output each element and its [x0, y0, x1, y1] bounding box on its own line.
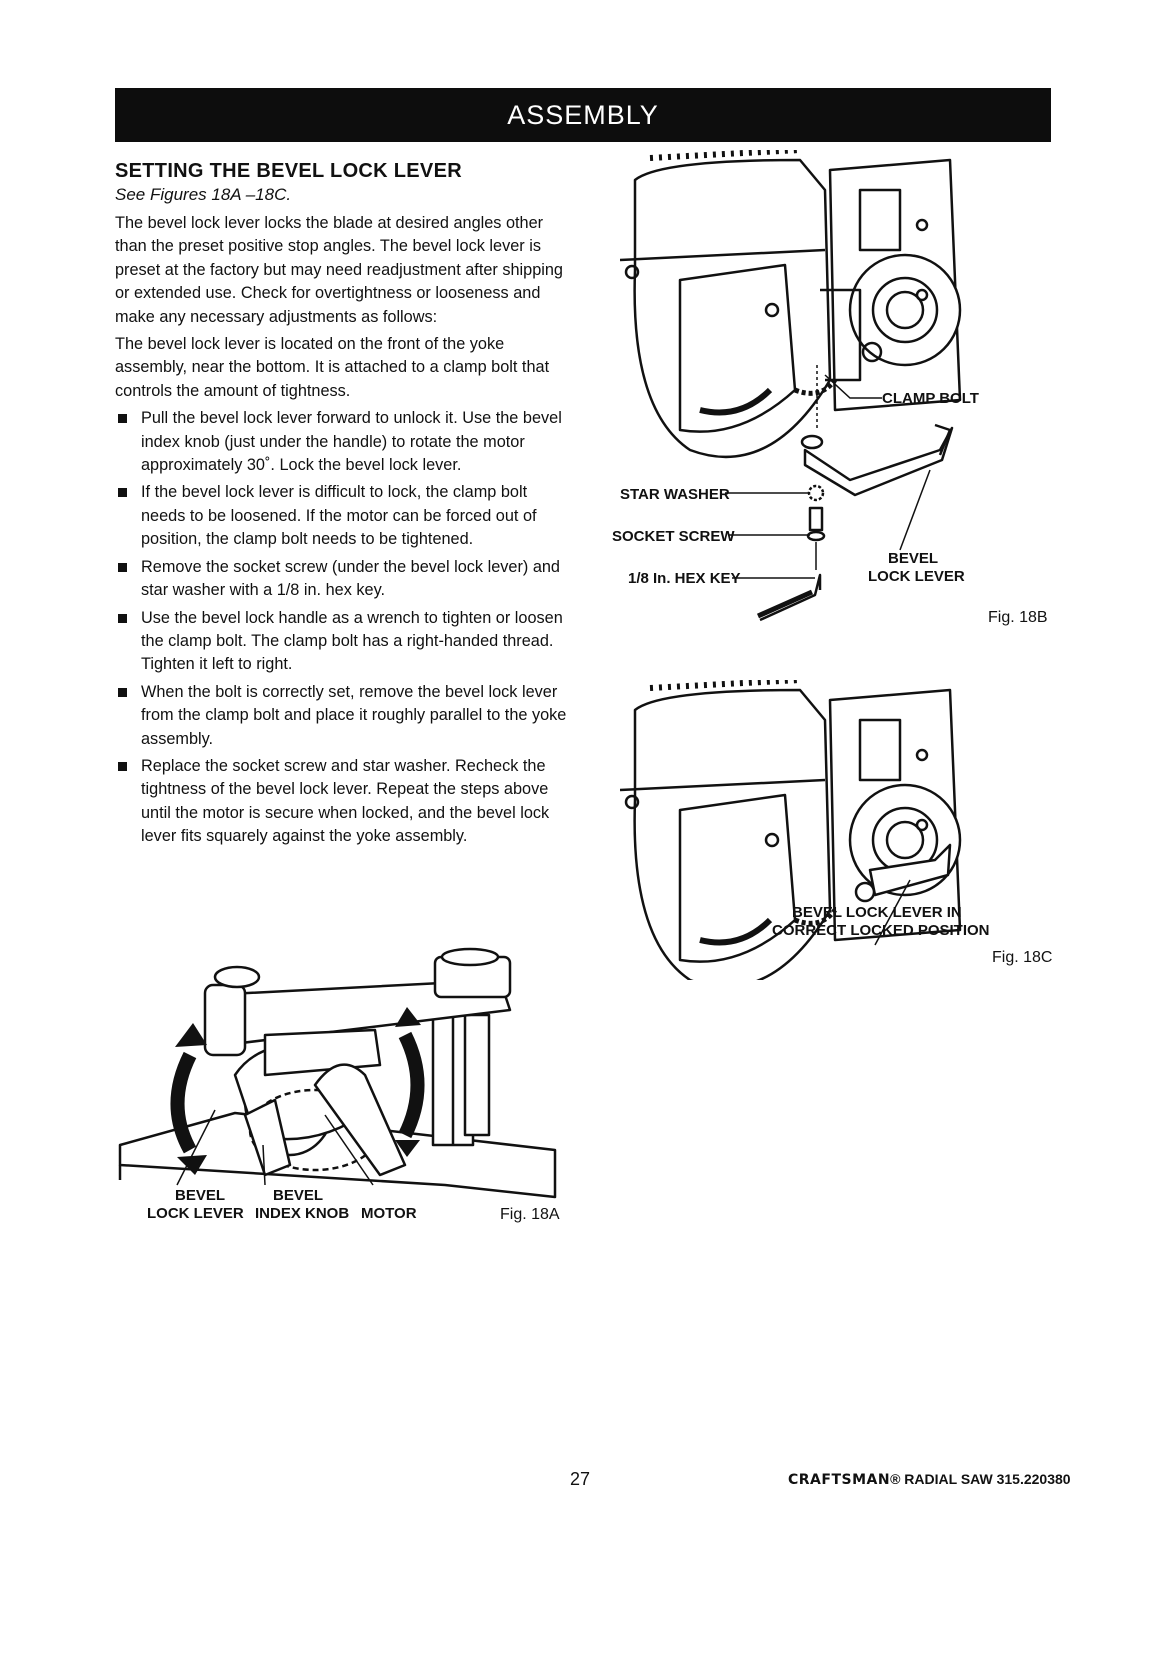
label-star-washer: STAR WASHER: [620, 486, 730, 503]
label-bevel-lock-lever: BEVEL: [175, 1187, 226, 1204]
list-item: Remove the socket screw (under the bevel…: [115, 556, 570, 603]
label-bevel-lock-lever-line2: LOCK LEVER: [868, 568, 965, 585]
figure-18c-caption: Fig. 18C: [992, 949, 1053, 966]
list-item: When the bolt is correctly set, remove t…: [115, 681, 570, 751]
label-bevel-lock-lever-line2: LOCK LEVER: [147, 1205, 244, 1222]
list-item: Replace the socket screw and star washer…: [115, 755, 570, 849]
location-paragraph: The bevel lock lever is located on the f…: [115, 335, 550, 400]
label-bevel-index-knob: BEVEL: [273, 1187, 324, 1204]
list-item: Pull the bevel lock lever forward to unl…: [115, 407, 570, 477]
figure-18c-illustration: BEVEL LOCK LEVER IN CORRECT LOCKED POSIT…: [620, 680, 1060, 1030]
section-banner: ASSEMBLY: [115, 88, 1051, 142]
brand-logo: CRAFTSMAN: [788, 1472, 891, 1488]
yoke-exploded-drawing: [620, 150, 962, 622]
page-number: 27: [570, 1469, 591, 1489]
label-bevel-lock-lever: BEVEL: [888, 550, 939, 567]
figure-18b-caption: Fig. 18B: [988, 609, 1048, 626]
yoke-locked-drawing: [620, 680, 962, 980]
list-item: Use the bevel lock handle as a wrench to…: [115, 607, 570, 677]
figure-18a-illustration: BEVEL LOCK LEVER BEVEL INDEX KNOB MOTOR …: [115, 935, 575, 1265]
label-clamp-bolt: CLAMP BOLT: [882, 390, 979, 407]
label-socket-screw: SOCKET SCREW: [612, 528, 735, 545]
product-name: RADIAL SAW 315.220380: [904, 1471, 1071, 1487]
figure-18a-caption: Fig. 18A: [500, 1206, 560, 1223]
figure-reference: See Figures 18A –18C.: [115, 185, 292, 204]
label-bevel-index-knob-line2: INDEX KNOB: [255, 1205, 350, 1222]
label-motor: MOTOR: [361, 1205, 417, 1222]
footer-product: CRAFTSMAN® RADIAL SAW 315.220380: [788, 1471, 1071, 1488]
instructions-column: SETTING THE BEVEL LOCK LEVER See Figures…: [115, 158, 570, 853]
figure-18b-illustration: CLAMP BOLT STAR WASHER SOCKET SCREW 1/8 …: [612, 150, 1060, 680]
steps-list: Pull the bevel lock lever forward to unl…: [115, 407, 570, 848]
section-title: SETTING THE BEVEL LOCK LEVER: [115, 160, 462, 182]
list-item: If the bevel lock lever is difficult to …: [115, 481, 570, 551]
intro-paragraph: The bevel lock lever locks the blade at …: [115, 214, 563, 326]
radial-saw-drawing: [118, 947, 557, 1199]
label-locked-position: BEVEL LOCK LEVER IN: [792, 904, 962, 921]
label-hex-key: 1/8 In. HEX KEY: [628, 570, 741, 587]
label-locked-position-line2: CORRECT LOCKED POSITION: [772, 922, 990, 939]
